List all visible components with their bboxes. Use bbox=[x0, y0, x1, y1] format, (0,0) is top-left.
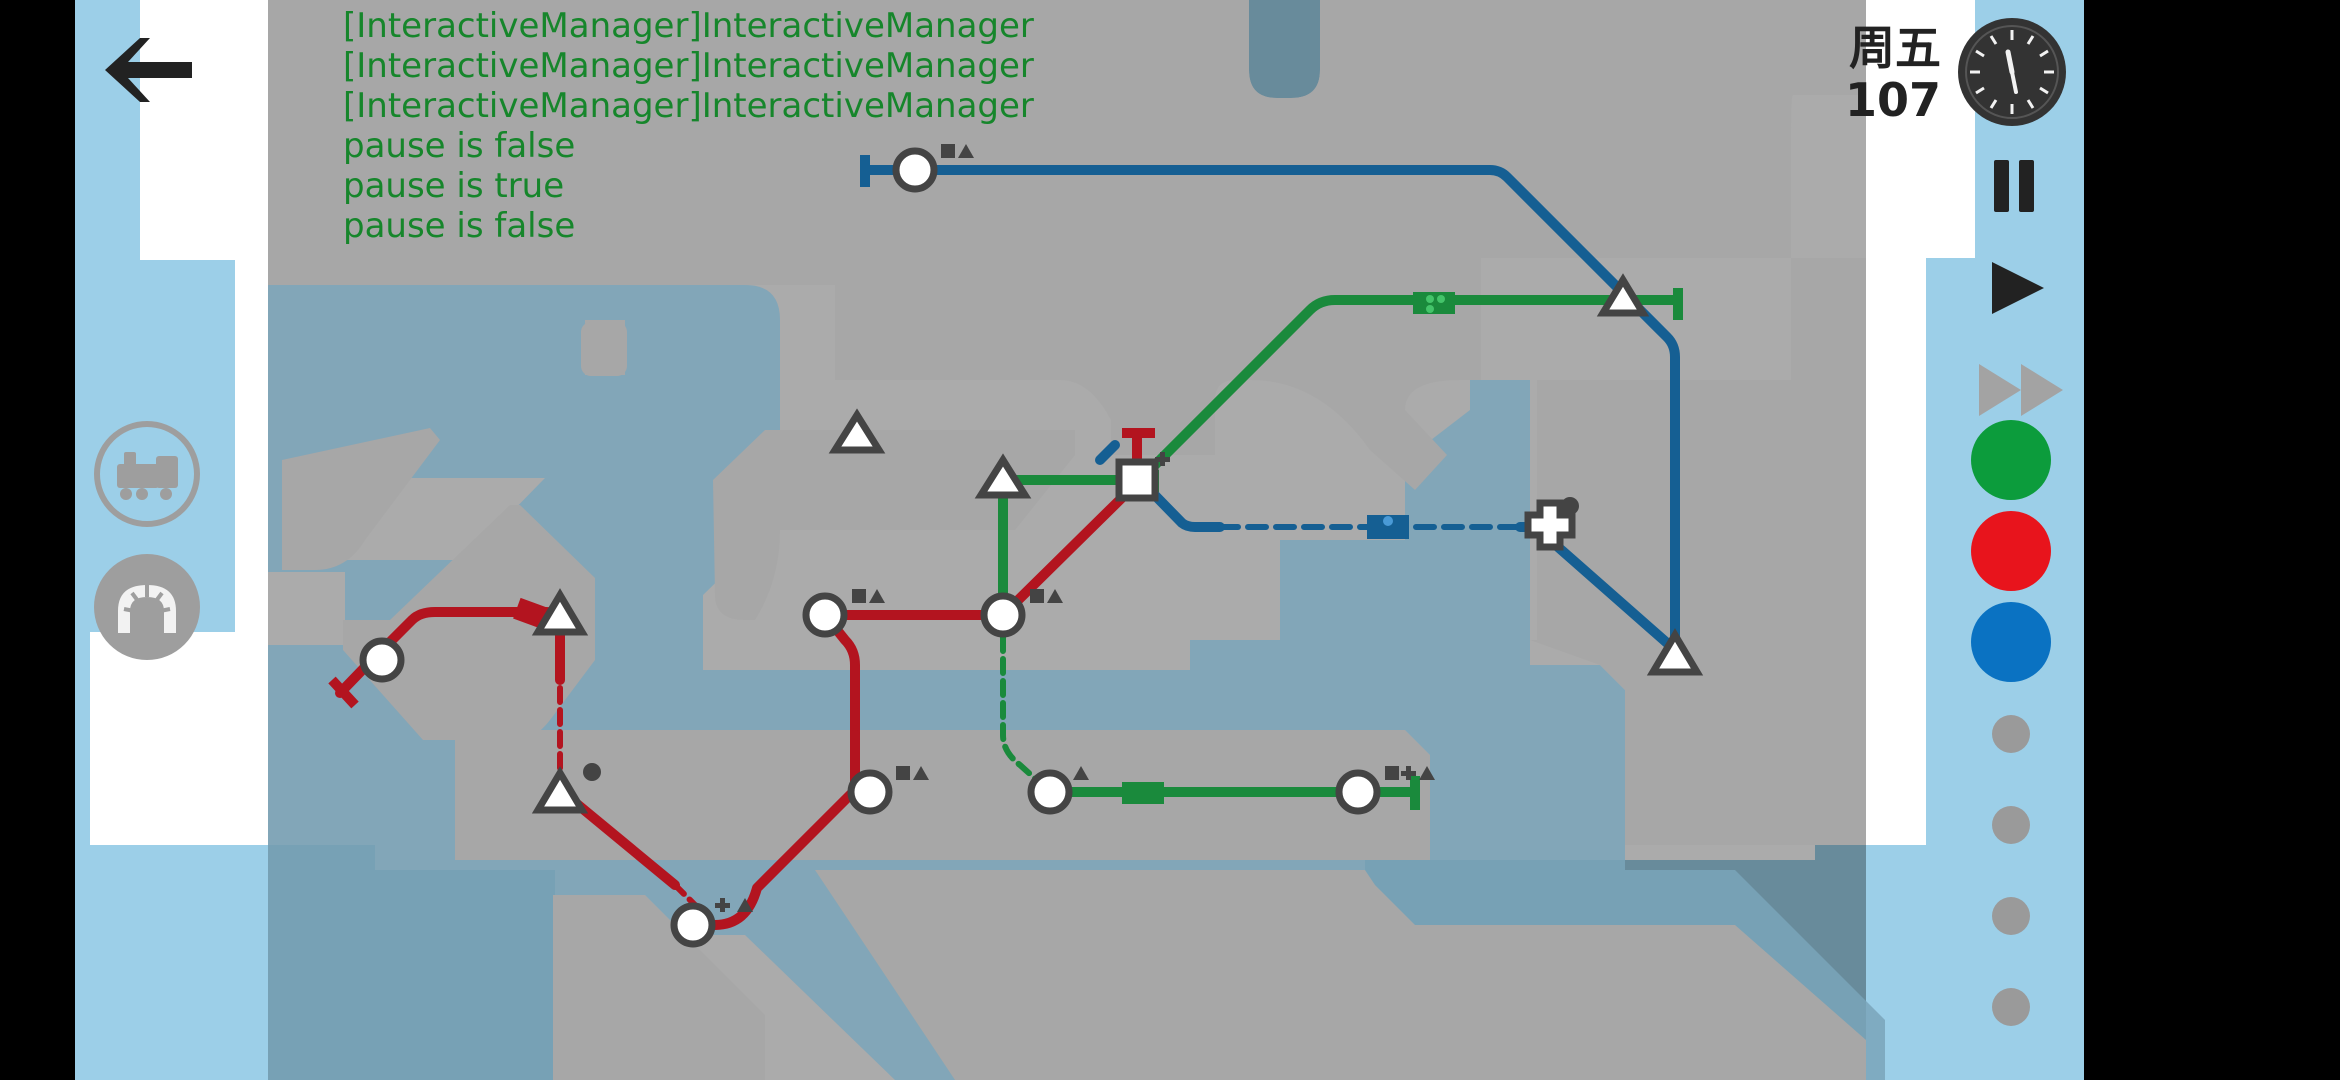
game-viewport[interactable]: [InteractiveManager]InteractiveManager [… bbox=[75, 0, 2084, 1080]
station-circle bbox=[892, 147, 938, 193]
pause-button[interactable] bbox=[1992, 158, 2038, 214]
play-icon bbox=[1992, 262, 2044, 314]
red-track-diag bbox=[998, 475, 1145, 620]
station-triangle bbox=[531, 766, 589, 814]
islet bbox=[581, 322, 627, 376]
debug-log-line: [InteractiveManager]InteractiveManager bbox=[343, 86, 1034, 126]
metro-map[interactable] bbox=[75, 0, 2084, 1080]
add-locomotive-button[interactable] bbox=[94, 421, 200, 527]
day-counter: 周五 107 bbox=[1845, 22, 1941, 126]
debug-log-line: pause is true bbox=[343, 166, 565, 206]
station-triangle bbox=[828, 408, 886, 454]
green-track-top bbox=[1135, 295, 1683, 485]
station-circle bbox=[980, 592, 1026, 638]
tunnel-icon bbox=[118, 585, 176, 633]
back-button[interactable] bbox=[100, 30, 200, 110]
blue-track-main bbox=[860, 165, 1680, 655]
blue-terminus-2 bbox=[1095, 440, 1120, 465]
clock-button[interactable] bbox=[1958, 18, 2066, 126]
debug-log: [InteractiveManager]InteractiveManager [… bbox=[343, 6, 1034, 246]
line-selector-green[interactable] bbox=[1971, 420, 2051, 500]
debug-log-line: pause is false bbox=[343, 126, 576, 166]
empty-line-slot[interactable] bbox=[1992, 715, 2030, 753]
station-triangle bbox=[1646, 628, 1704, 676]
empty-line-slot[interactable] bbox=[1992, 988, 2030, 1026]
add-tunnel-button[interactable] bbox=[94, 554, 200, 660]
station-circle bbox=[802, 592, 848, 638]
line-selector-blue[interactable] bbox=[1971, 602, 2051, 682]
land-strip bbox=[1866, 258, 1926, 845]
day-count: 107 bbox=[1844, 73, 1941, 127]
station-circle bbox=[1027, 769, 1073, 815]
back-arrow-icon bbox=[105, 38, 192, 102]
station-triangle bbox=[1596, 273, 1650, 317]
debug-log-line: [InteractiveManager]InteractiveManager bbox=[343, 46, 1034, 86]
station-triangle bbox=[974, 453, 1032, 499]
debug-log-line: pause is false bbox=[343, 206, 576, 246]
weekday-label: 周五 bbox=[1849, 21, 1941, 75]
fast-forward-button[interactable] bbox=[1977, 362, 2065, 418]
station-square bbox=[1115, 458, 1159, 502]
red-terminus-2 bbox=[328, 676, 359, 709]
station-circle bbox=[1335, 769, 1381, 815]
empty-line-slot[interactable] bbox=[1992, 806, 2030, 844]
clock-icon bbox=[1958, 18, 2066, 126]
station-triangle bbox=[531, 588, 589, 636]
station-circle bbox=[359, 637, 405, 683]
locomotive-icon bbox=[117, 452, 178, 500]
stations bbox=[359, 147, 1704, 948]
station-circle bbox=[847, 769, 893, 815]
train-red bbox=[513, 597, 547, 629]
overlay-land bbox=[268, 0, 1866, 1080]
train-green-3 bbox=[1122, 782, 1164, 804]
pause-icon bbox=[1994, 160, 2034, 212]
debug-log-line: [InteractiveManager]InteractiveManager bbox=[343, 6, 1034, 46]
fast-forward-icon bbox=[1979, 364, 2063, 416]
train-green-1 bbox=[1413, 292, 1455, 314]
blue-track-to-square bbox=[1135, 475, 1225, 532]
station-cross bbox=[1524, 499, 1576, 551]
line-selector-red[interactable] bbox=[1971, 511, 2051, 591]
passengers bbox=[583, 144, 1579, 912]
play-button[interactable] bbox=[1990, 260, 2046, 316]
station-circle bbox=[670, 902, 716, 948]
empty-line-slot[interactable] bbox=[1992, 897, 2030, 935]
